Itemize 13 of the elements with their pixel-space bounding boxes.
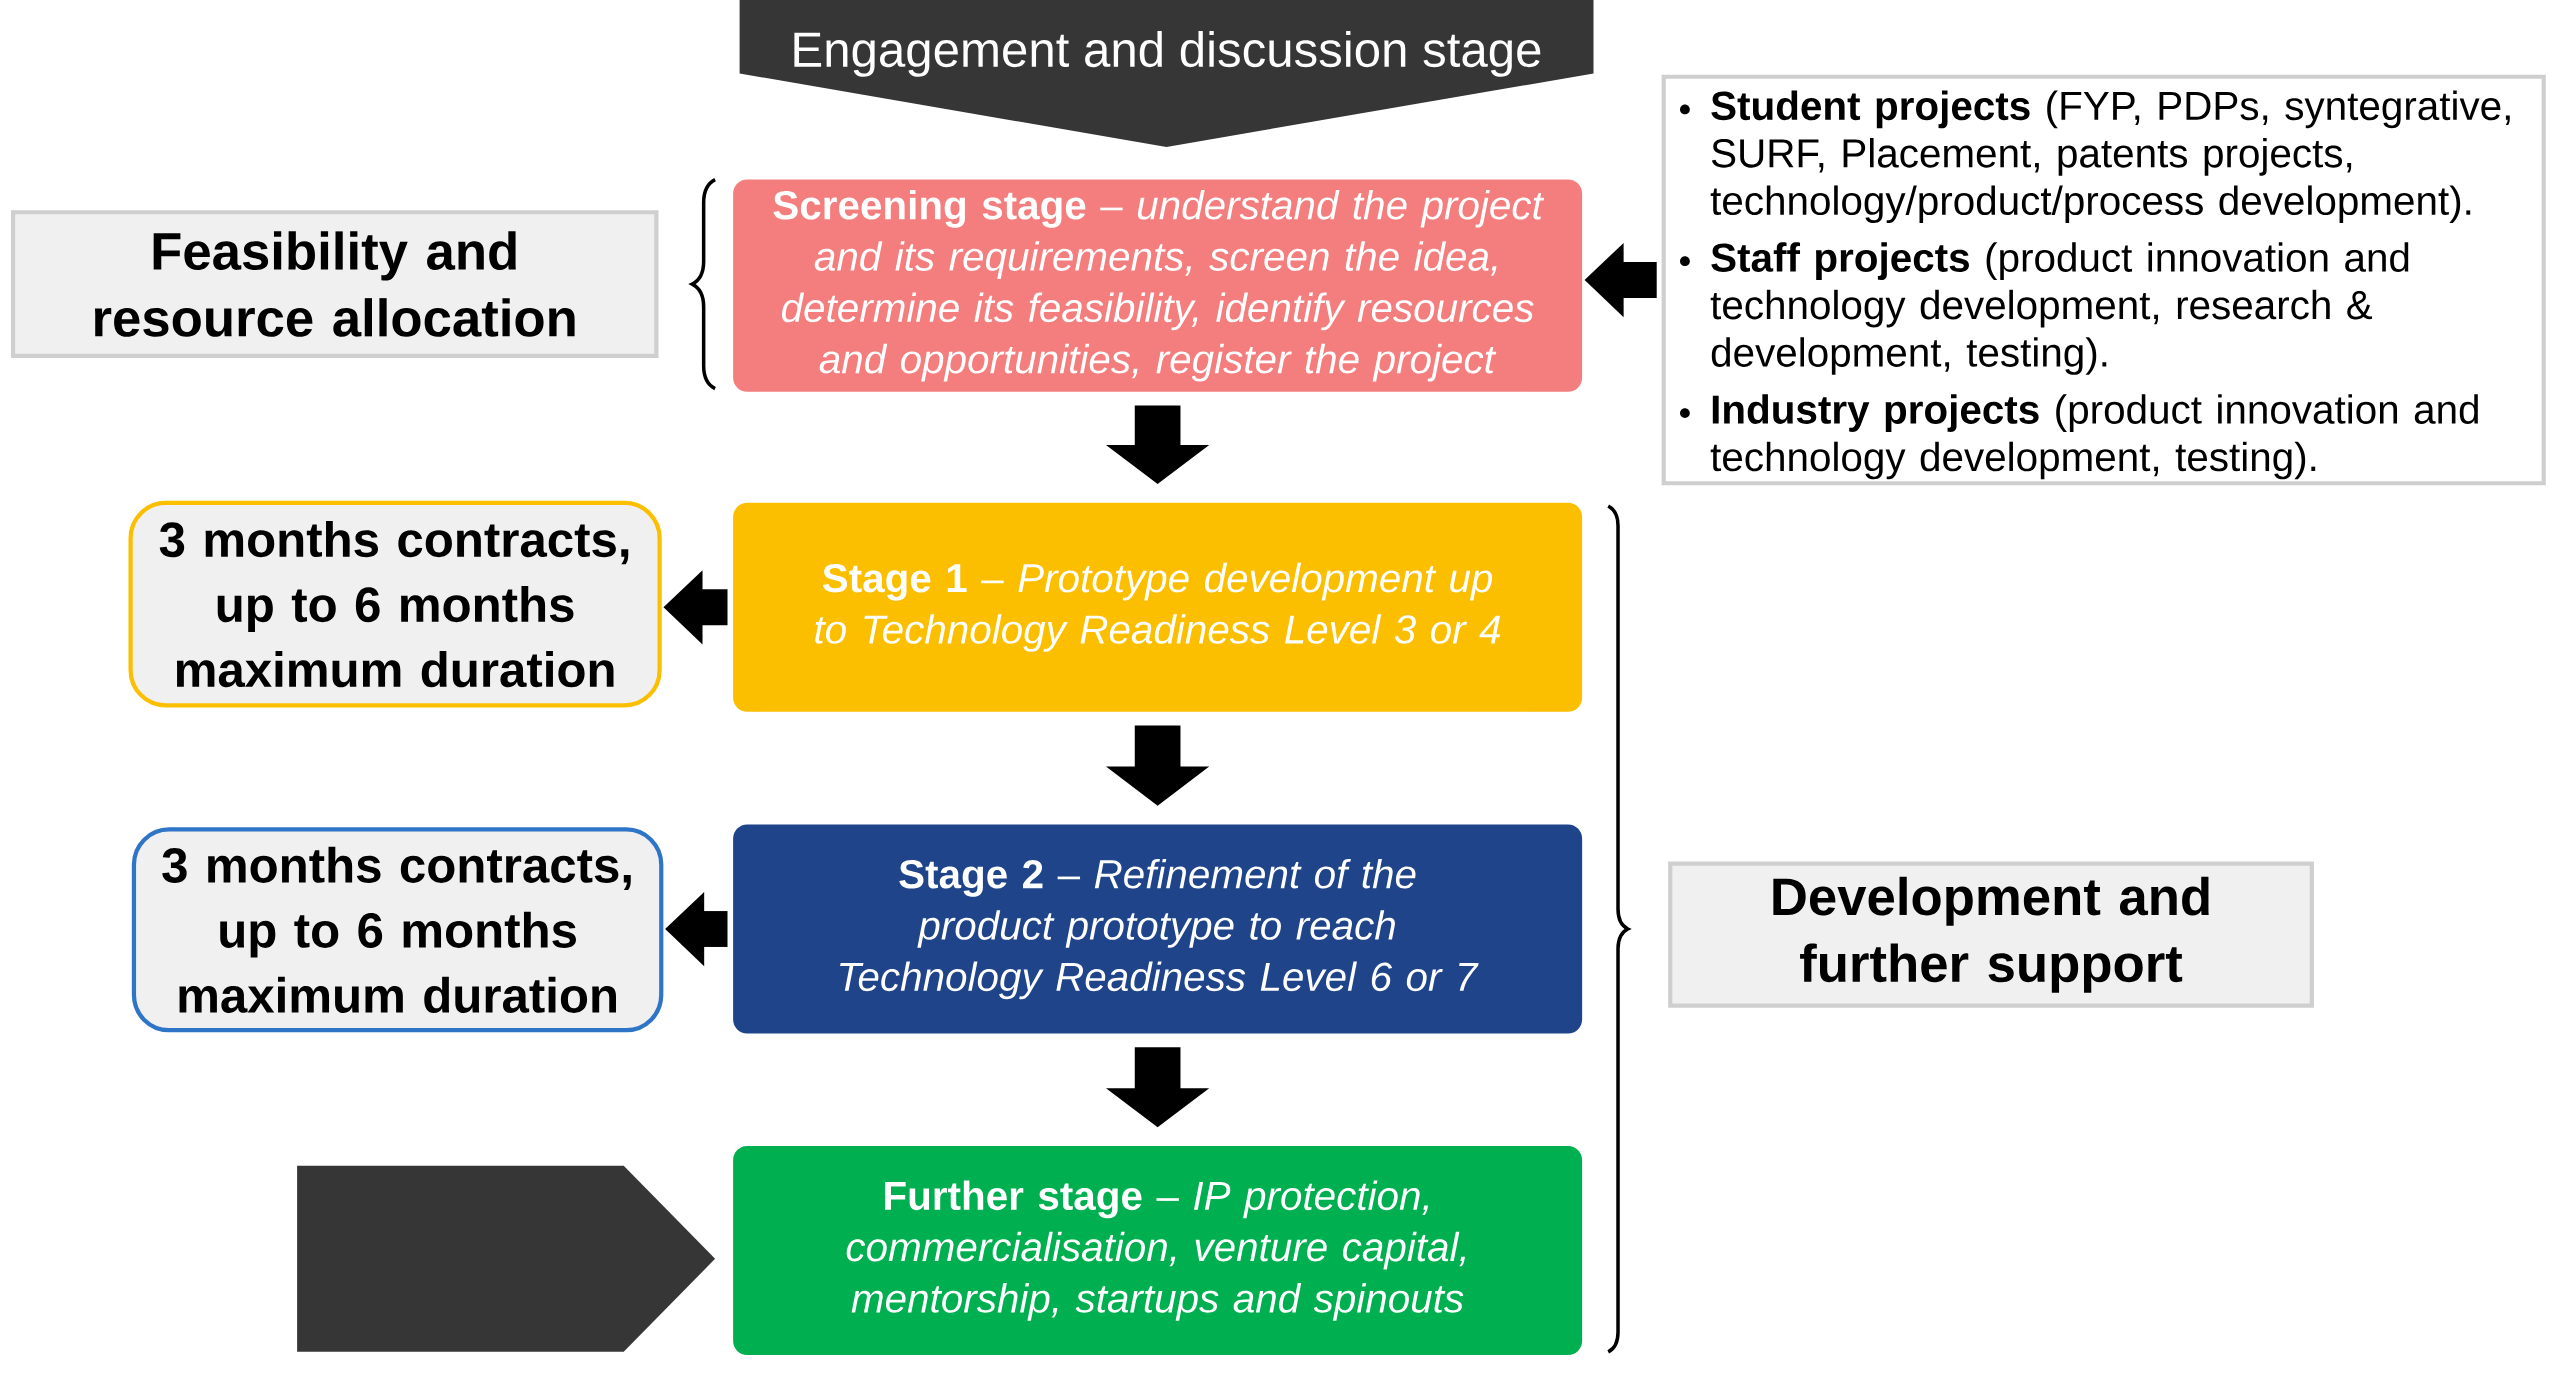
bullet-item: Staff projects (product innovation and technology development, research & development, testing). (1680, 242, 2409, 376)
stage-box: Stage 1 – Prototype development up to Technology Readiness Level 3 or 4 (733, 503, 1583, 713)
bullet-item: Student projects (FYP, PDPs, syntegrative, SURF, Placement, patents projects, technology/product/process development). (1680, 90, 2510, 224)
stage-banner: Engagement and discussion stage (739, 0, 1594, 148)
stage-box: Screening stage – understand the project and its requirements, screen the idea, determine its feasibility, identify resources and opportunities, register the project (733, 179, 1583, 393)
duration-box: 3 months contracts, up to 6 months maximum duration (128, 501, 662, 708)
duration-box: 3 months contracts, up to 6 months maximum duration (131, 827, 664, 1033)
stage-box: Stage 2 – Refinement of the product prototype to reach Technology Readiness Level 6 or 7 (733, 824, 1583, 1034)
bullet-item: Industry projects (product innovation and technology development, testing). (1680, 394, 2478, 480)
label-box: Feasibility and resource allocation (10, 210, 659, 359)
pentagon-arrow (297, 1165, 716, 1353)
stage-box: Further stage – IP protection, commercialisation, venture capital, mentorship, startups and spinouts (733, 1146, 1583, 1356)
label-box: Development and further support (1668, 861, 2314, 1009)
